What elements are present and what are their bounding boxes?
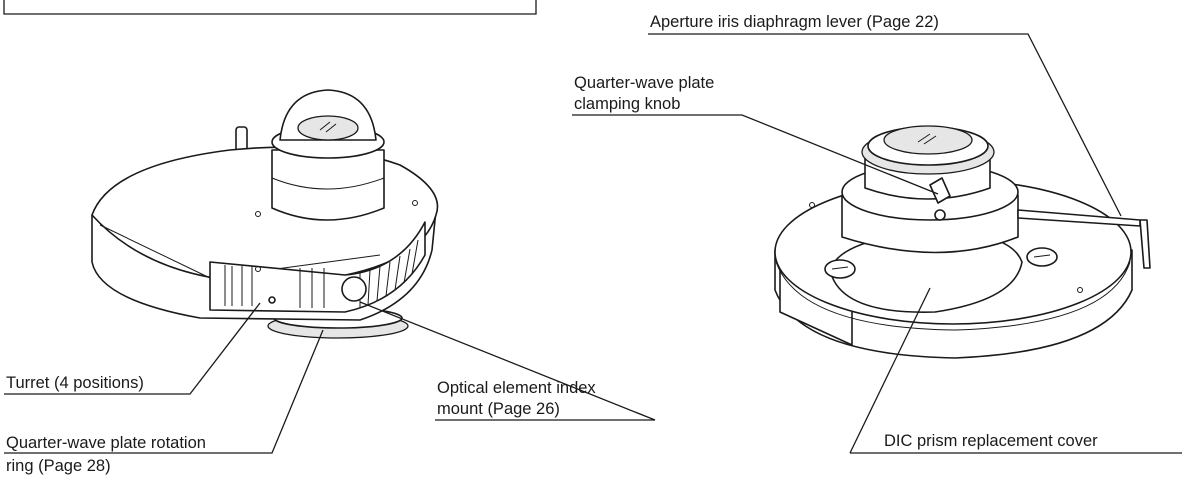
turret-condenser-drawing bbox=[91, 89, 439, 339]
label-qwp-rotation-line1: Quarter-wave plate rotation bbox=[6, 434, 206, 452]
label-qwp-clamping-knob-line1: Quarter-wave plate bbox=[574, 74, 715, 92]
dic-condenser-drawing bbox=[774, 125, 1151, 359]
leader-lines bbox=[4, 33, 1182, 454]
leader-optical-index bbox=[359, 301, 656, 421]
leader-qwp-rotation bbox=[4, 329, 324, 454]
leader-dic-cover-diag bbox=[849, 287, 931, 454]
label-optical-index-line2: mount (Page 26) bbox=[437, 400, 560, 418]
frame-box-fragment bbox=[3, 0, 537, 15]
label-aperture-iris-lever: Aperture iris diaphragm lever (Page 22) bbox=[650, 13, 939, 31]
label-optical-index-line1: Optical element index bbox=[437, 379, 596, 397]
leader-clamping-knob bbox=[572, 114, 939, 195]
label-qwp-rotation-line2: ring (Page 28) bbox=[6, 457, 111, 475]
label-turret: Turret (4 positions) bbox=[6, 374, 144, 392]
leader-turret bbox=[4, 302, 261, 395]
leader-aperture bbox=[648, 33, 1122, 217]
label-qwp-clamping-knob-line2: clamping knob bbox=[574, 95, 681, 113]
label-dic-prism-cover: DIC prism replacement cover bbox=[884, 432, 1098, 450]
